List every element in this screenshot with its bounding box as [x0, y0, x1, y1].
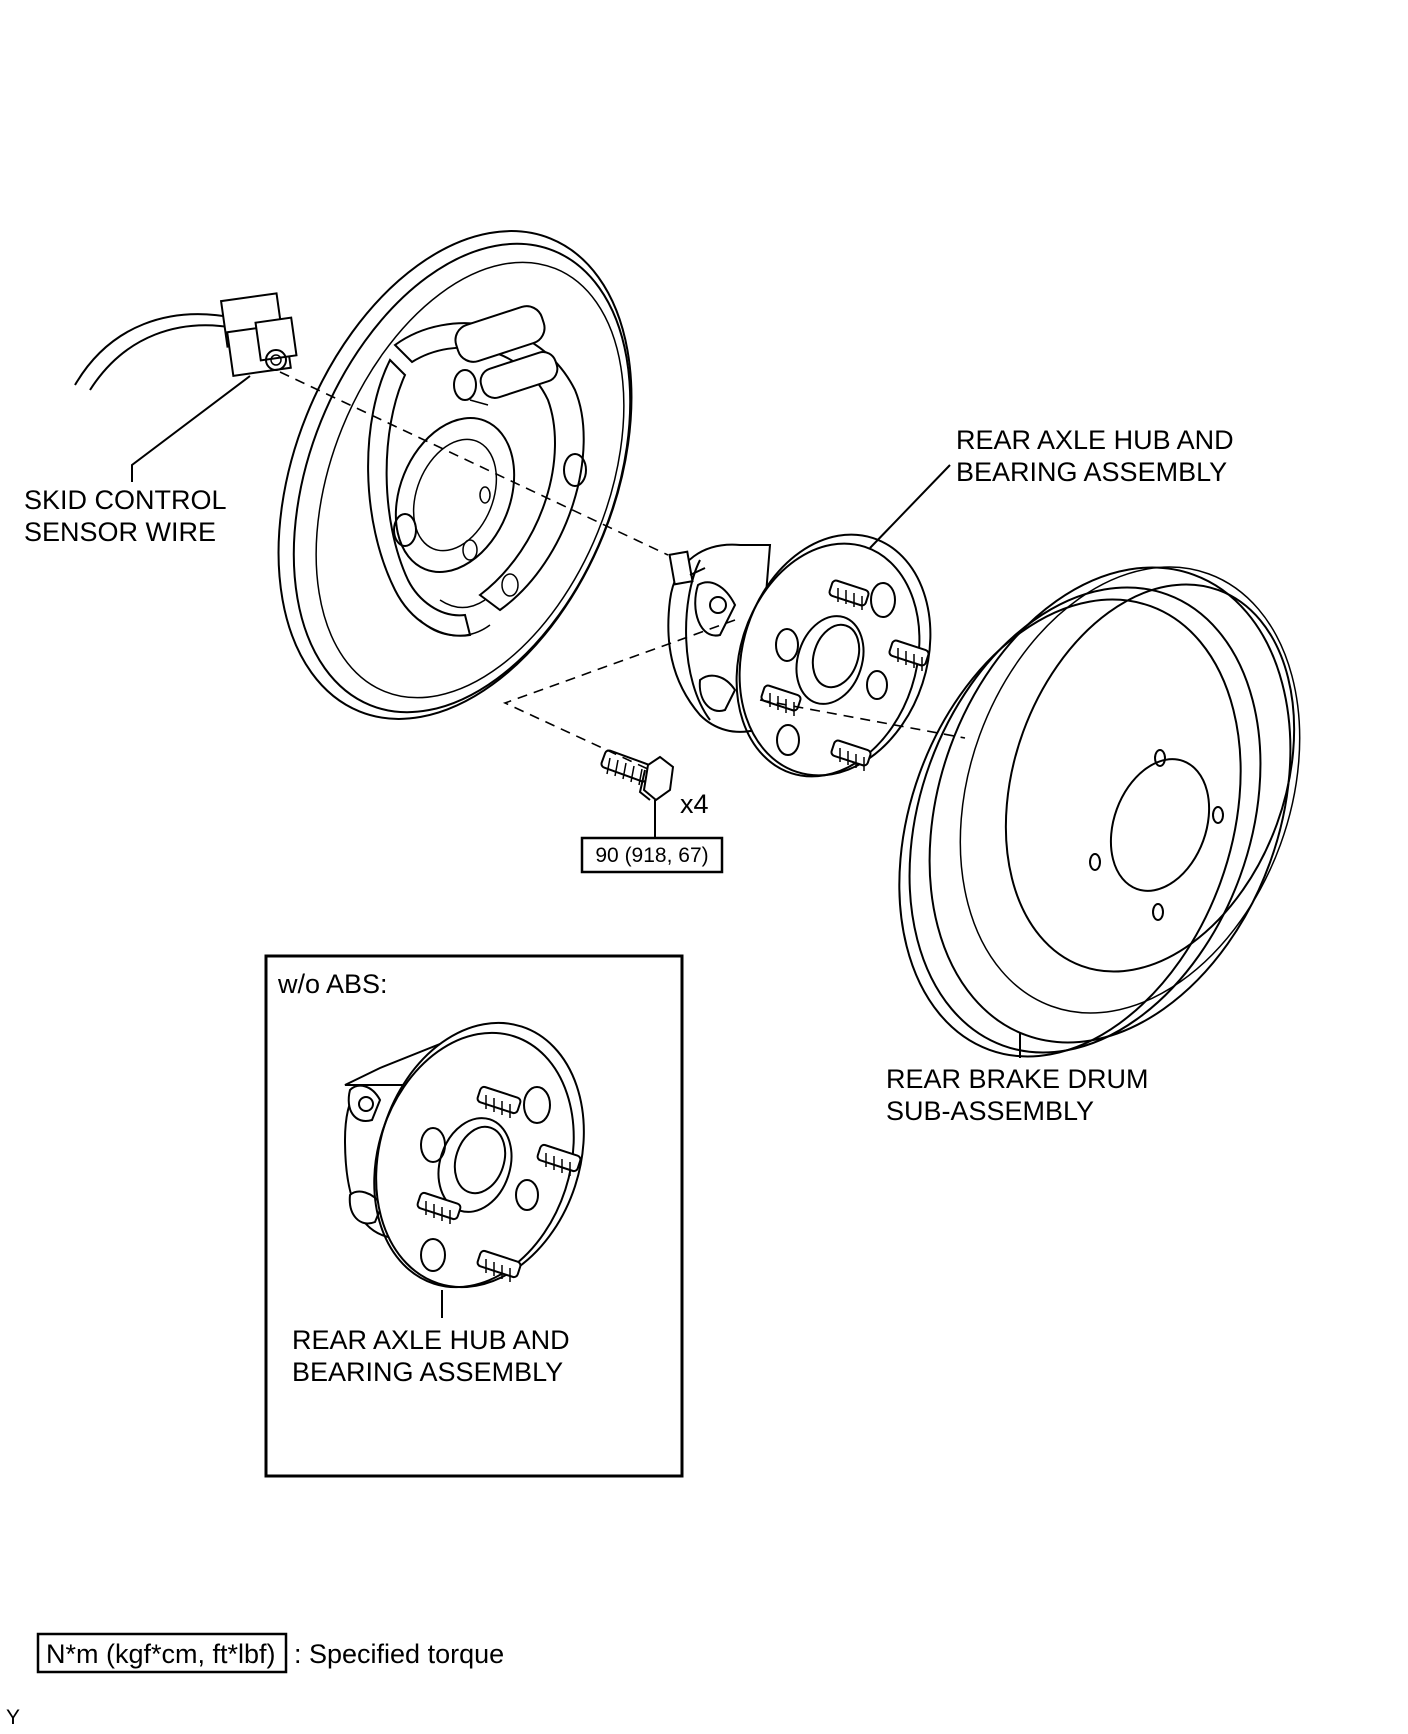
brake-backing-plate — [277, 230, 633, 720]
rear-axle-hub-bearing-assembly — [667, 464, 951, 778]
alignment-lines — [279, 371, 966, 771]
skid-sensor-label-line2: SENSOR WIRE — [24, 517, 216, 547]
hub-label-line2: BEARING ASSEMBLY — [956, 457, 1227, 487]
rear-brake-drum — [898, 566, 1301, 1058]
hub-label-line1: REAR AXLE HUB AND — [956, 425, 1234, 455]
hub-mounting-bolt — [600, 749, 675, 838]
torque-legend: N*m (kgf*cm, ft*lbf) : Specified torque — [36, 1632, 504, 1674]
skid-control-sensor-wire — [74, 292, 298, 482]
drum-label-line2: SUB-ASSEMBLY — [886, 1096, 1094, 1126]
torque-spec-box: 90 (918, 67) — [580, 836, 724, 874]
drum-label-line1: REAR BRAKE DRUM — [886, 1064, 1149, 1094]
inset-hub-bearing-assembly — [343, 1021, 585, 1318]
bolt-quantity: x4 — [680, 789, 709, 819]
legend-unit: N*m (kgf*cm, ft*lbf) — [46, 1639, 276, 1669]
figure-code: Y — [6, 1706, 20, 1729]
torque-value: 90 (918, 67) — [595, 844, 708, 867]
inset-hub-label-line2: BEARING ASSEMBLY — [292, 1357, 563, 1387]
inset-hub-label-line1: REAR AXLE HUB AND — [292, 1325, 570, 1355]
inset-title: w/o ABS: — [277, 969, 388, 999]
inset-without-abs: w/o ABS: REAR AXLE HUB AND — [264, 954, 684, 1478]
skid-sensor-label-line1: SKID CONTROL — [24, 485, 227, 515]
legend-description: : Specified torque — [294, 1639, 504, 1669]
